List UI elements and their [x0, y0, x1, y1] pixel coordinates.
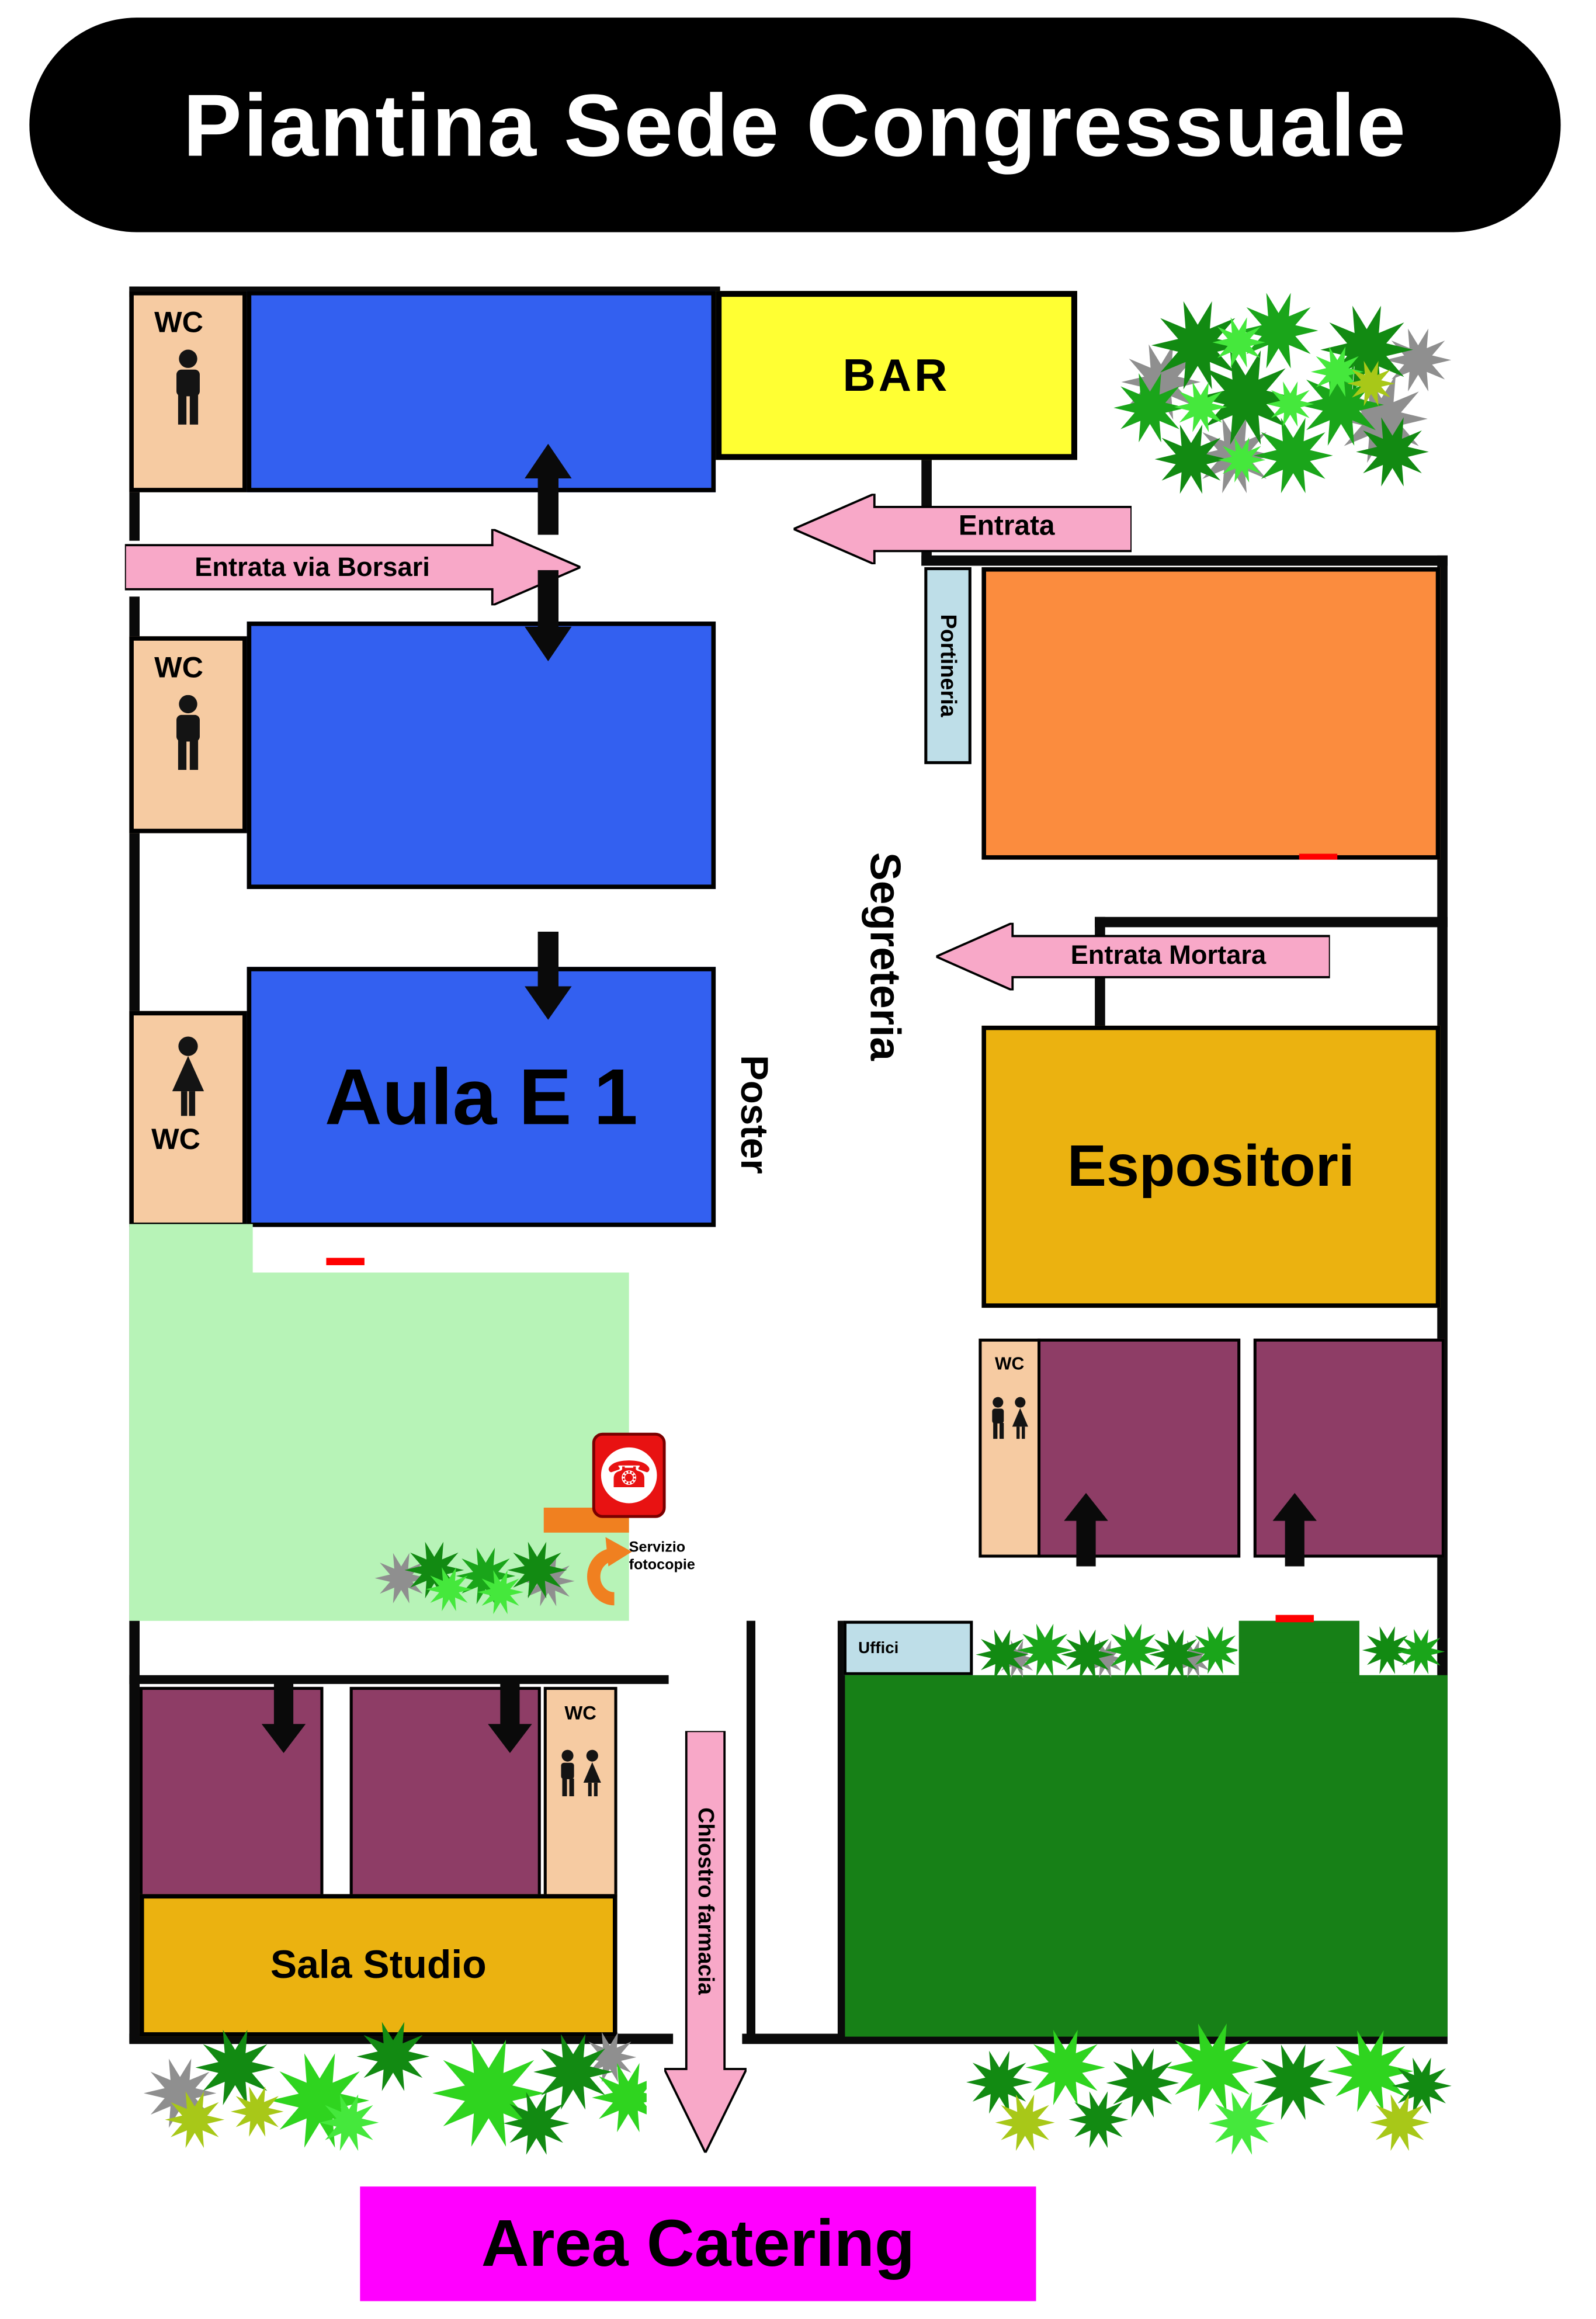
portineria-label: Portineria	[935, 614, 960, 717]
wall-top-right	[921, 555, 1448, 566]
wc-label: WC	[154, 307, 203, 340]
room-plum-right-1	[1038, 1338, 1241, 1558]
uffici-label: Uffici	[858, 1639, 899, 1657]
servizio-fotocopie-label: Servizio fotocopie	[629, 1540, 695, 1573]
man-icon	[163, 692, 213, 775]
bush-strip-copier	[374, 1542, 575, 1615]
poster-label: Poster	[733, 1054, 777, 1174]
chiostro-farmacia-arrow	[664, 1731, 747, 2153]
segreteria-label: Segreteria	[860, 851, 908, 1060]
entrata-mortara-arrow	[936, 922, 1330, 991]
red-marker	[1299, 853, 1338, 860]
wc-room-left: WC	[129, 636, 247, 834]
wc-room-bottom: WC	[543, 1686, 617, 1897]
uffici-room: Uffici	[843, 1620, 973, 1675]
room-plum-right-2	[1253, 1338, 1445, 1558]
wc-label: WC	[154, 652, 203, 685]
wall-mortara	[1095, 917, 1448, 928]
portineria-room: Portineria	[924, 567, 972, 765]
bar-room: BAR	[716, 291, 1077, 460]
page-title: Piantina Sede Congressuale	[183, 75, 1407, 175]
restroom-pair-icon	[551, 1747, 610, 1809]
entrata-label: Entrata	[958, 511, 1055, 543]
bush-strip-right	[1362, 1626, 1445, 1675]
trees-bottom-left	[143, 2022, 647, 2155]
wc-room-women: WC	[129, 1011, 247, 1227]
curved-arrow-icon	[587, 1537, 632, 1606]
red-marker	[326, 1258, 365, 1265]
woman-icon	[162, 1033, 215, 1121]
aula-e1-room: Aula E 1	[247, 967, 716, 1227]
wall-mid-left	[129, 1675, 669, 1684]
restroom-pair-icon	[983, 1394, 1036, 1450]
room-plum-bottom-1	[139, 1686, 324, 1897]
room-blue-top	[247, 291, 716, 492]
entrata-arrow	[793, 494, 1132, 564]
chiostro-farmacia-label: Chiostro farmacia	[693, 1807, 718, 1995]
bar-label: BAR	[842, 349, 950, 401]
garden-dark-green	[845, 1675, 1448, 2037]
page-title-banner: Piantina Sede Congressuale	[29, 18, 1561, 232]
aula-e1-label: Aula E 1	[324, 1053, 638, 1141]
phone-glyph: ☎	[606, 1454, 652, 1495]
wall-corridor-right	[746, 1620, 756, 2037]
trees-top-right	[1113, 293, 1452, 494]
room-orange	[981, 567, 1441, 860]
espositori-room: Espositori	[981, 1025, 1441, 1308]
wc-label: WC	[151, 1124, 200, 1157]
wall-green-left	[837, 1620, 845, 2037]
red-marker	[1275, 1615, 1314, 1623]
area-catering-label: Area Catering	[481, 2205, 915, 2281]
wc-room-top-left: WC	[129, 291, 247, 492]
bush-strip-uffici	[976, 1623, 1238, 1680]
wc-label: WC	[564, 1702, 596, 1724]
trees-bottom-right	[966, 2023, 1452, 2155]
sala-studio-label: Sala Studio	[270, 1942, 487, 1987]
wc-room-right: WC	[979, 1338, 1041, 1558]
phone-icon: ☎	[601, 1447, 657, 1504]
entrata-mortara-label: Entrata Mortara	[1070, 939, 1267, 970]
garden-dark-green-notch	[1238, 1620, 1359, 1683]
room-blue-middle	[247, 622, 716, 889]
area-catering-banner: Area Catering	[360, 2186, 1036, 2301]
wc-label: WC	[995, 1353, 1025, 1374]
phone-box: ☎	[592, 1432, 666, 1518]
entrata-via-borsari-label: Entrata via Borsari	[195, 551, 430, 581]
entrata-via-borsari-arrow	[124, 529, 581, 606]
sala-studio-room: Sala Studio	[139, 1894, 617, 2037]
espositori-label: Espositori	[1067, 1133, 1355, 1199]
man-icon	[163, 347, 213, 429]
